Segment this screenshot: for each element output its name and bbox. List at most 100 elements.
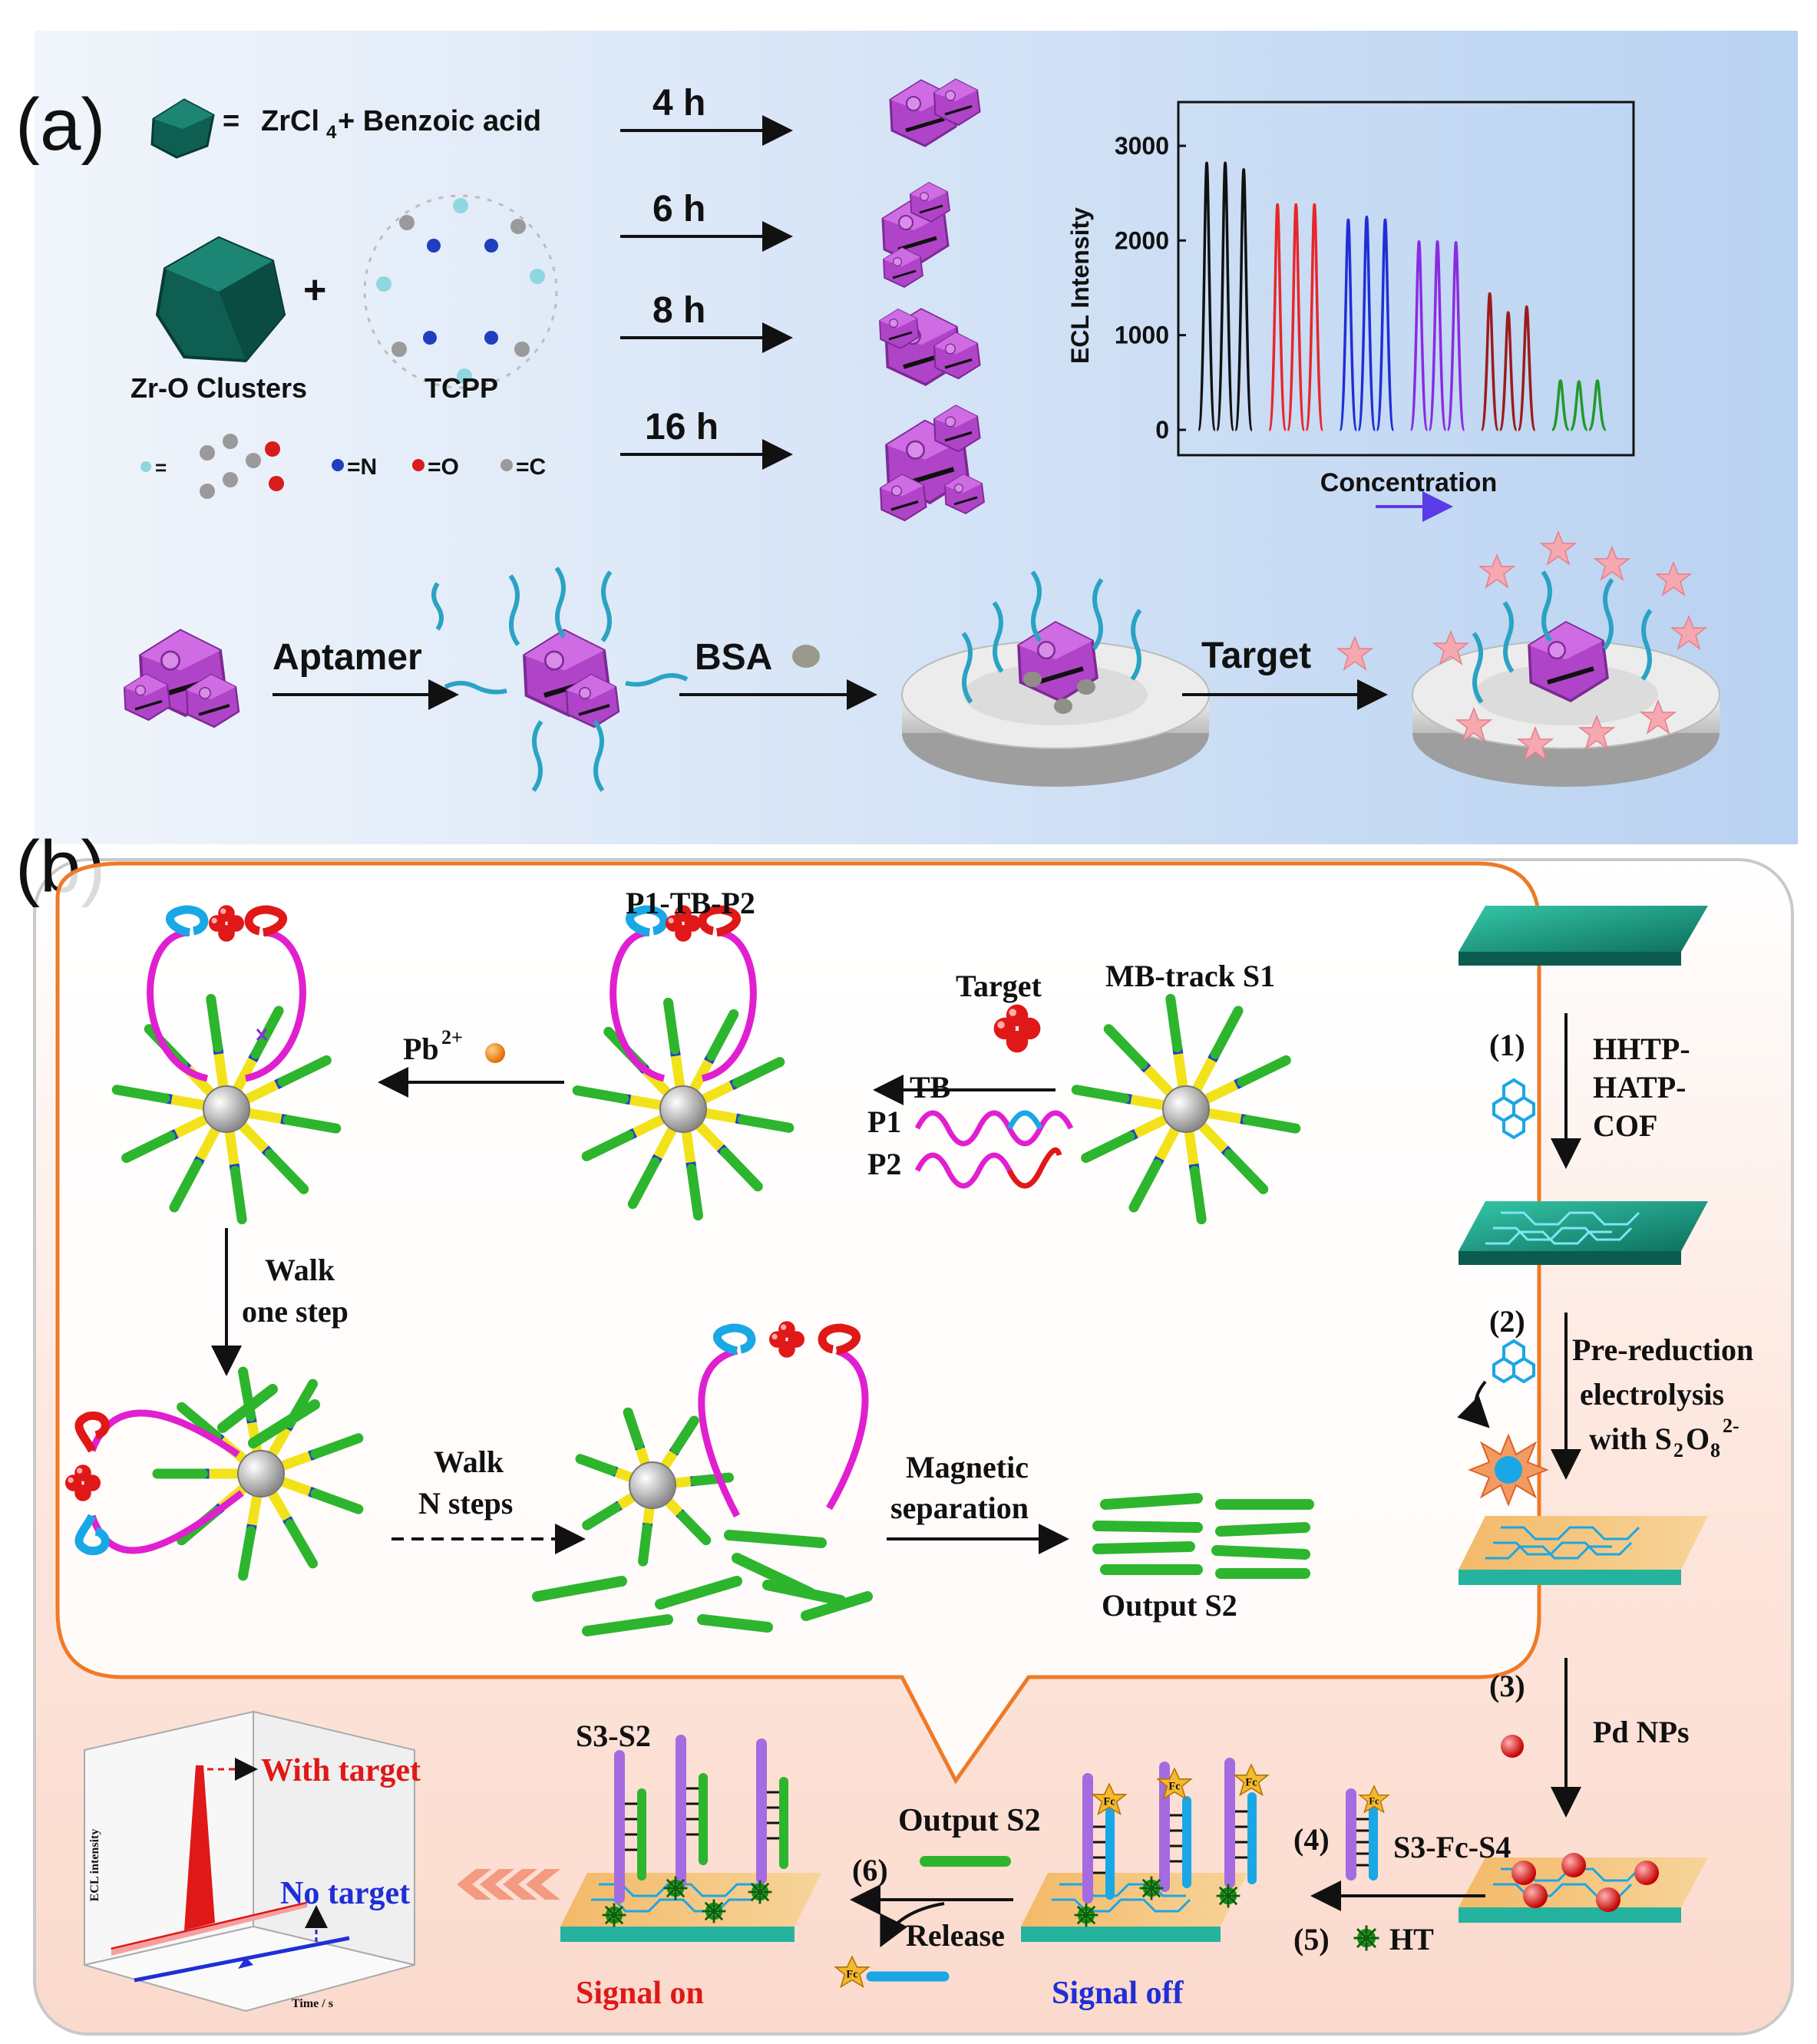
time-arrow-4h: 4 h [620,83,793,146]
svg-text:4 h: 4 h [652,83,705,124]
zr-reagent-icon [150,98,215,159]
svg-text:electrolysis: electrolysis [1580,1377,1724,1412]
step-3: (3) Pd NPs [1489,1658,1690,1818]
reagent-benzoic: + Benzoic acid [338,105,541,137]
ecl-series-3 [1338,215,1396,431]
svg-text:N steps: N steps [418,1486,513,1521]
panel-a-label: (a) [15,84,105,166]
mb-track-label: MB-track S1 [1105,959,1275,993]
chart-frame [1177,101,1635,457]
direction-chevrons [457,1869,560,1900]
atom-legend-c: =C [501,454,546,480]
mof-with-aptamer [444,566,689,792]
reagent-zrcl: ZrCl [261,105,319,137]
bare-electrode [1459,906,1708,966]
with-target-peak [184,1765,215,1930]
p2-strand-tip [1006,1147,1062,1189]
walker-section [64,905,1301,1581]
svg-text:(2): (2) [1489,1304,1525,1339]
svg-text:=: = [155,456,167,479]
pb-ion-icon [485,1043,505,1063]
y-tick-label: 1000 [1115,322,1169,349]
p1-strand [914,1110,1074,1147]
atom-legend-o: =O [412,454,459,480]
pd-np-icon [1501,1735,1524,1758]
ecl-series-4 [1409,239,1466,431]
pd-electrode [1459,1853,1708,1923]
no-target-label: No target [280,1876,410,1911]
svg-text:=C: =C [516,454,546,480]
svg-text:BSA: BSA [695,637,772,678]
svg-text:Walk: Walk [434,1445,504,1479]
reagent-subscript: 4 [326,122,337,143]
walk-n-steps-arrow: Walk N steps [391,1445,586,1554]
svg-text:S3-Fc-S4: S3-Fc-S4 [1393,1830,1511,1864]
walk-one-step-loop [64,1409,244,1556]
y-tick-label: 3000 [1115,132,1169,160]
signal-on-electrode [560,1735,821,1942]
scissors-icon [256,1029,268,1041]
ecl-series-6 [1551,379,1607,431]
output-s2-bundle [1092,1493,1314,1579]
svg-text:=N: =N [347,454,377,480]
pb-cleaved-loop [147,905,306,1082]
target-step-arrow: Target [1182,636,1388,710]
y-axis-ticks: 0 1000 2000 3000 [1115,132,1186,444]
svg-text:Pre-reduction: Pre-reduction [1572,1332,1753,1367]
svg-text:2-: 2- [1723,1415,1739,1437]
svg-text:Release: Release [906,1918,1005,1953]
svg-text:8 h: 8 h [652,290,705,331]
pre-reduction-icon [1457,1339,1549,1507]
zr-o-cluster-icon [155,236,286,363]
tcpp-molecule-icon [363,194,558,389]
svg-text:Magnetic: Magnetic [906,1450,1029,1484]
electrode-disc-2 [1412,531,1720,787]
y-tick-label: 2000 [1115,226,1169,254]
svg-text:Pb: Pb [403,1032,439,1066]
plus-sign: + [303,268,326,312]
result-x-axis-label: Time / s [292,1997,333,2010]
ecl-series-1 [1197,161,1254,431]
svg-text:6 h: 6 h [652,189,705,229]
ecl-series-2 [1267,203,1324,431]
svg-text:(3): (3) [1489,1669,1525,1703]
svg-text:2: 2 [1673,1439,1683,1461]
p1-label: P1 [867,1105,901,1139]
step-4-5: (4) S3-Fc-S4 (5) HT [1293,1785,1511,1956]
svg-text:16 h: 16 h [645,407,719,447]
time-arrow-8h: 8 h [620,290,793,353]
y-tick-label: 0 [1155,416,1169,444]
svg-text:Target: Target [1201,636,1311,676]
equals-sign: = [223,105,240,137]
bsa-icon [792,645,820,668]
svg-text:(6): (6) [852,1853,888,1887]
released-s2-strands [217,1384,873,1636]
signal-off-label: Signal off [1052,1976,1184,2011]
svg-text:(1): (1) [1489,1028,1525,1062]
svg-text:HHTP-: HHTP- [1593,1032,1690,1066]
mb-track-s1 [1071,993,1301,1225]
pb-arrow: Pb 2+ [378,1026,564,1098]
result-y-axis-label: ECL intensity [88,1829,101,1902]
with-target-label: With target [261,1753,421,1788]
p2-label: P2 [867,1147,901,1181]
zr-o-clusters-label: Zr-O Clusters [130,372,307,404]
s3-s2-label: S3-S2 [576,1719,651,1753]
svg-text:Output S2: Output S2 [898,1803,1041,1838]
svg-text:HT: HT [1389,1922,1434,1956]
svg-text:Aptamer: Aptamer [273,637,422,678]
svg-text:COF: COF [1593,1108,1657,1143]
gold-cof-electrode [1459,1516,1708,1585]
walk-n-steps-loop [698,1321,869,1518]
walk-one-step-arrow: Walk one step [211,1228,349,1376]
svg-text:(4): (4) [1293,1822,1330,1857]
ecl-peaks [1197,161,1607,431]
svg-text:with S: with S [1589,1422,1672,1456]
target-label: Target [956,969,1042,1003]
magnetic-separation-arrow: Magnetic separation [887,1450,1069,1554]
p1-tb-p2-label: P1-TB-P2 [626,886,755,920]
svg-text:HATP-: HATP- [1593,1070,1686,1105]
bsa-step-arrow: BSA [679,637,877,710]
tcpp-label: TCPP [425,372,498,404]
time-arrow-16h: 16 h [620,407,793,470]
